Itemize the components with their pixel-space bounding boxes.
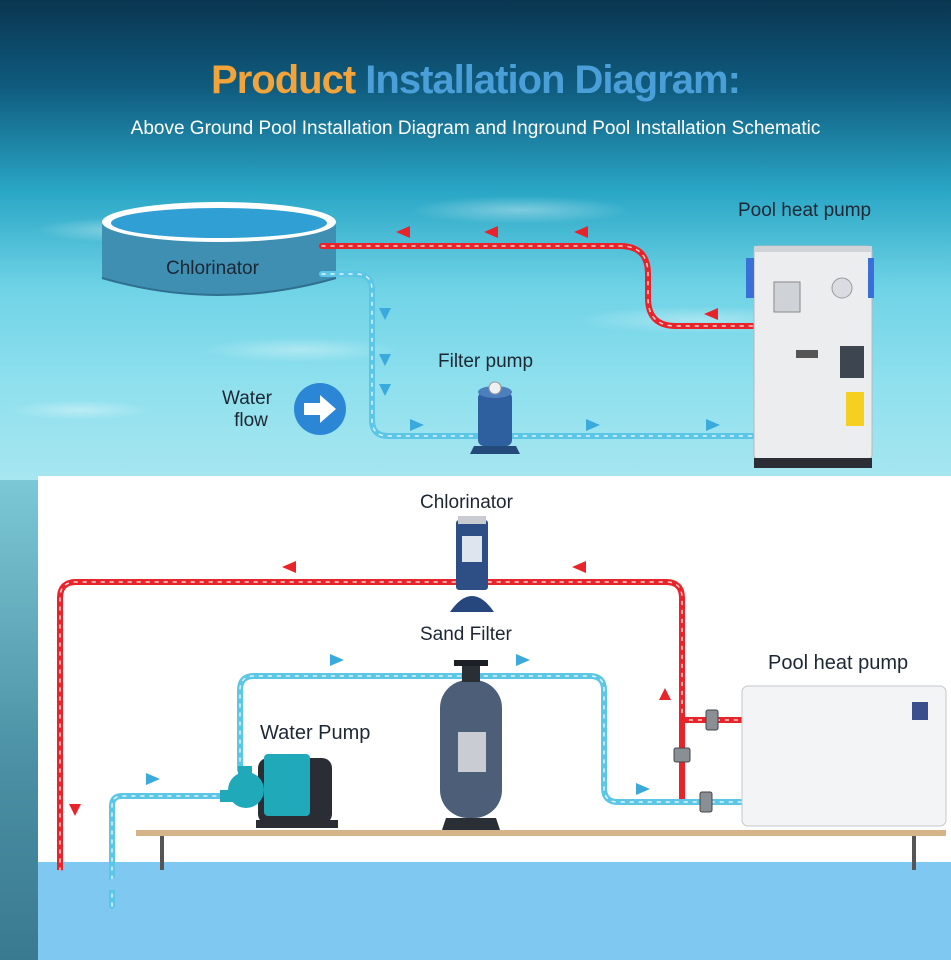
left-edge-background [0, 480, 38, 960]
pool-heat-pump-bottom [741, 685, 947, 827]
water-flow-arrow-icon [294, 383, 346, 435]
water-surface-waves [38, 870, 951, 890]
above-ground-pool [101, 202, 337, 296]
top-cold-pipe [319, 271, 833, 439]
top-chlorinator-label: Chlorinator [166, 258, 259, 279]
sand-filter [440, 660, 502, 830]
bottom-hot-arrows [69, 561, 671, 816]
bottom-heat-pump-label: Pool heat pump [768, 652, 909, 674]
bottom-chlorinator-label: Chlorinator [420, 492, 513, 513]
top-hot-arrows [396, 226, 718, 320]
water-flow-label-line1: Water [222, 388, 272, 409]
top-cold-arrows [379, 308, 720, 431]
title-colon: : [727, 58, 741, 102]
water-pump [220, 754, 338, 828]
sand-filter-label: Sand Filter [420, 624, 512, 645]
top-heat-pump-label: Pool heat pump [738, 200, 872, 221]
title-product: Product [211, 58, 356, 102]
equipment-shelf [136, 830, 946, 870]
title-installation-diagram: Installation Diagram [365, 58, 728, 102]
filter-pump-top [470, 381, 520, 454]
chlorinator-bottom [450, 516, 494, 612]
pool-heat-pump-top [746, 245, 874, 468]
page-title: Product Installation Diagram: [0, 58, 951, 103]
top-hot-pipe [319, 243, 833, 329]
water-pump-label: Water Pump [260, 722, 371, 744]
top-filter-pump-label: Filter pump [438, 351, 534, 372]
pipe-valves [673, 709, 719, 813]
page-subtitle: Above Ground Pool Installation Diagram a… [130, 118, 821, 139]
bottom-cold-arrows [146, 654, 650, 795]
water-flow-label-line2: flow [234, 410, 268, 431]
water-flow-label: Water flow [222, 388, 272, 432]
bottom-cold-pipe [109, 673, 745, 909]
